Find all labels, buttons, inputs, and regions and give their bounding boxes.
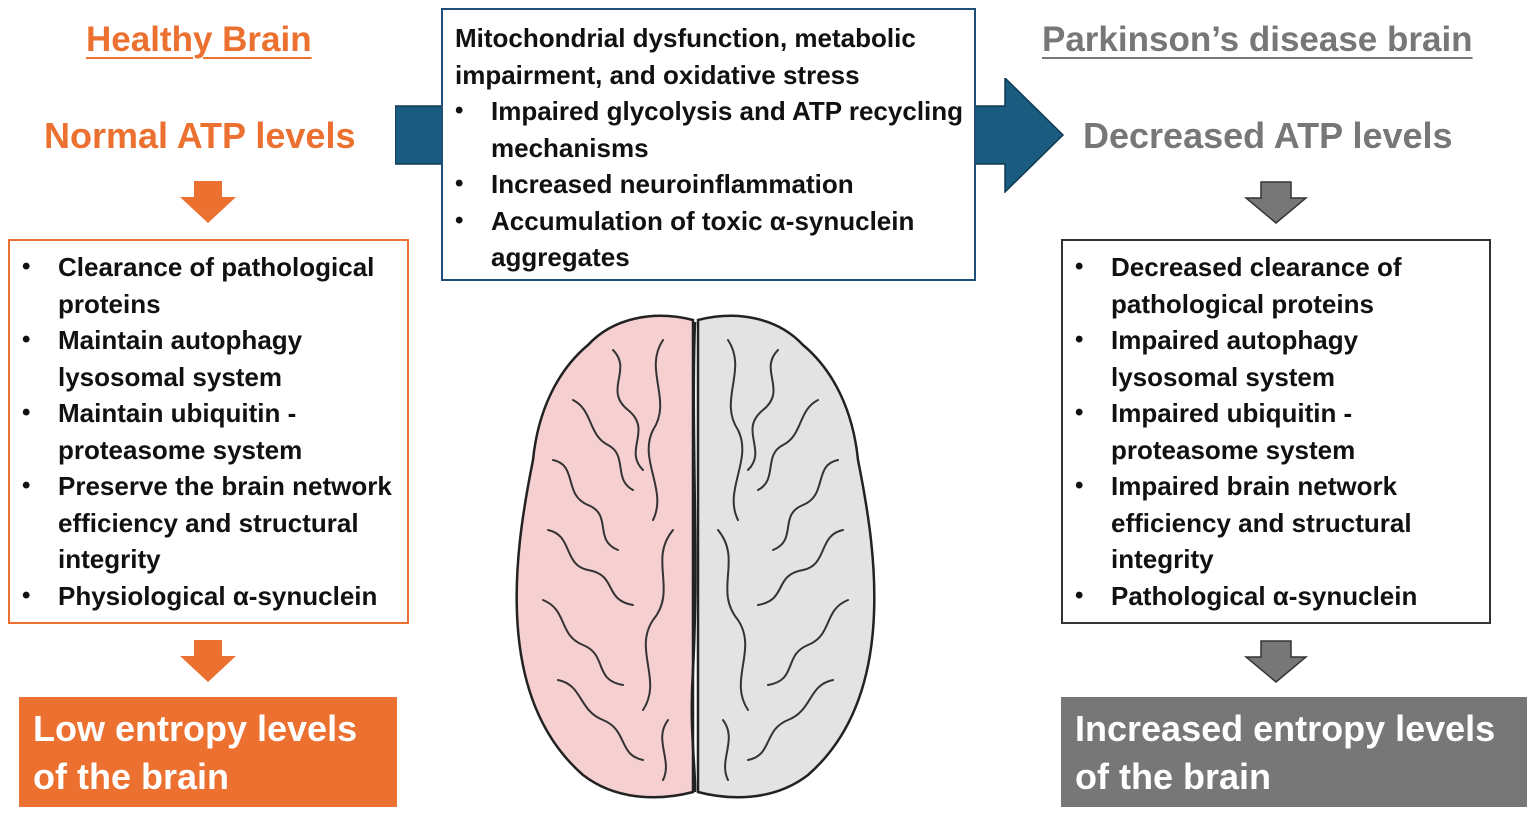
list-item: Impaired glycolysis and ATP recycling me… xyxy=(443,93,966,166)
list-item: Accumulation of toxic α-synuclein aggreg… xyxy=(443,203,966,276)
healthy-effects-box: Clearance of pathological proteins Maint… xyxy=(8,239,409,624)
list-item: Physiological α-synuclein xyxy=(10,578,401,615)
list-item: Increased neuroinflammation xyxy=(443,166,966,203)
brain-left-hemisphere xyxy=(515,314,695,799)
down-arrow-icon xyxy=(1244,181,1308,224)
disease-atp-label: Decreased ATP levels xyxy=(1083,115,1453,156)
disease-result-box: Increased entropy levels of the brain xyxy=(1061,697,1527,807)
healthy-effects-list: Clearance of pathological proteins Maint… xyxy=(10,249,401,614)
healthy-result-box: Low entropy levels of the brain xyxy=(19,697,397,807)
center-list: Impaired glycolysis and ATP recycling me… xyxy=(443,93,966,276)
list-item: Impaired autophagy lysosomal system xyxy=(1063,322,1483,395)
list-item: Clearance of pathological proteins xyxy=(10,249,401,322)
list-item: Preserve the brain network efficiency an… xyxy=(10,468,401,578)
healthy-heading: Healthy Brain xyxy=(86,20,312,59)
list-item: Decreased clearance of pathological prot… xyxy=(1063,249,1483,322)
disease-effects-list: Decreased clearance of pathological prot… xyxy=(1063,249,1483,614)
down-arrow-icon xyxy=(180,181,236,223)
brain-right-hemisphere xyxy=(696,314,876,799)
brain-illustration xyxy=(515,314,876,799)
down-arrow-icon xyxy=(1244,640,1308,683)
list-item: Pathological α-synuclein xyxy=(1063,578,1483,615)
list-item: Maintain autophagy lysosomal system xyxy=(10,322,401,395)
down-arrow-icon xyxy=(180,640,236,682)
disease-heading: Parkinson’s disease brain xyxy=(1042,20,1473,59)
center-title: Mitochondrial dysfunction, metabolic imp… xyxy=(455,23,916,90)
disease-effects-box: Decreased clearance of pathological prot… xyxy=(1061,239,1491,624)
healthy-atp-label: Normal ATP levels xyxy=(44,115,356,156)
list-item: Impaired brain network efficiency and st… xyxy=(1063,468,1483,578)
center-mechanism-box: Mitochondrial dysfunction, metabolic imp… xyxy=(441,8,976,281)
list-item: Maintain ubiquitin - proteasome system xyxy=(10,395,401,468)
list-item: Impaired ubiquitin - proteasome system xyxy=(1063,395,1483,468)
